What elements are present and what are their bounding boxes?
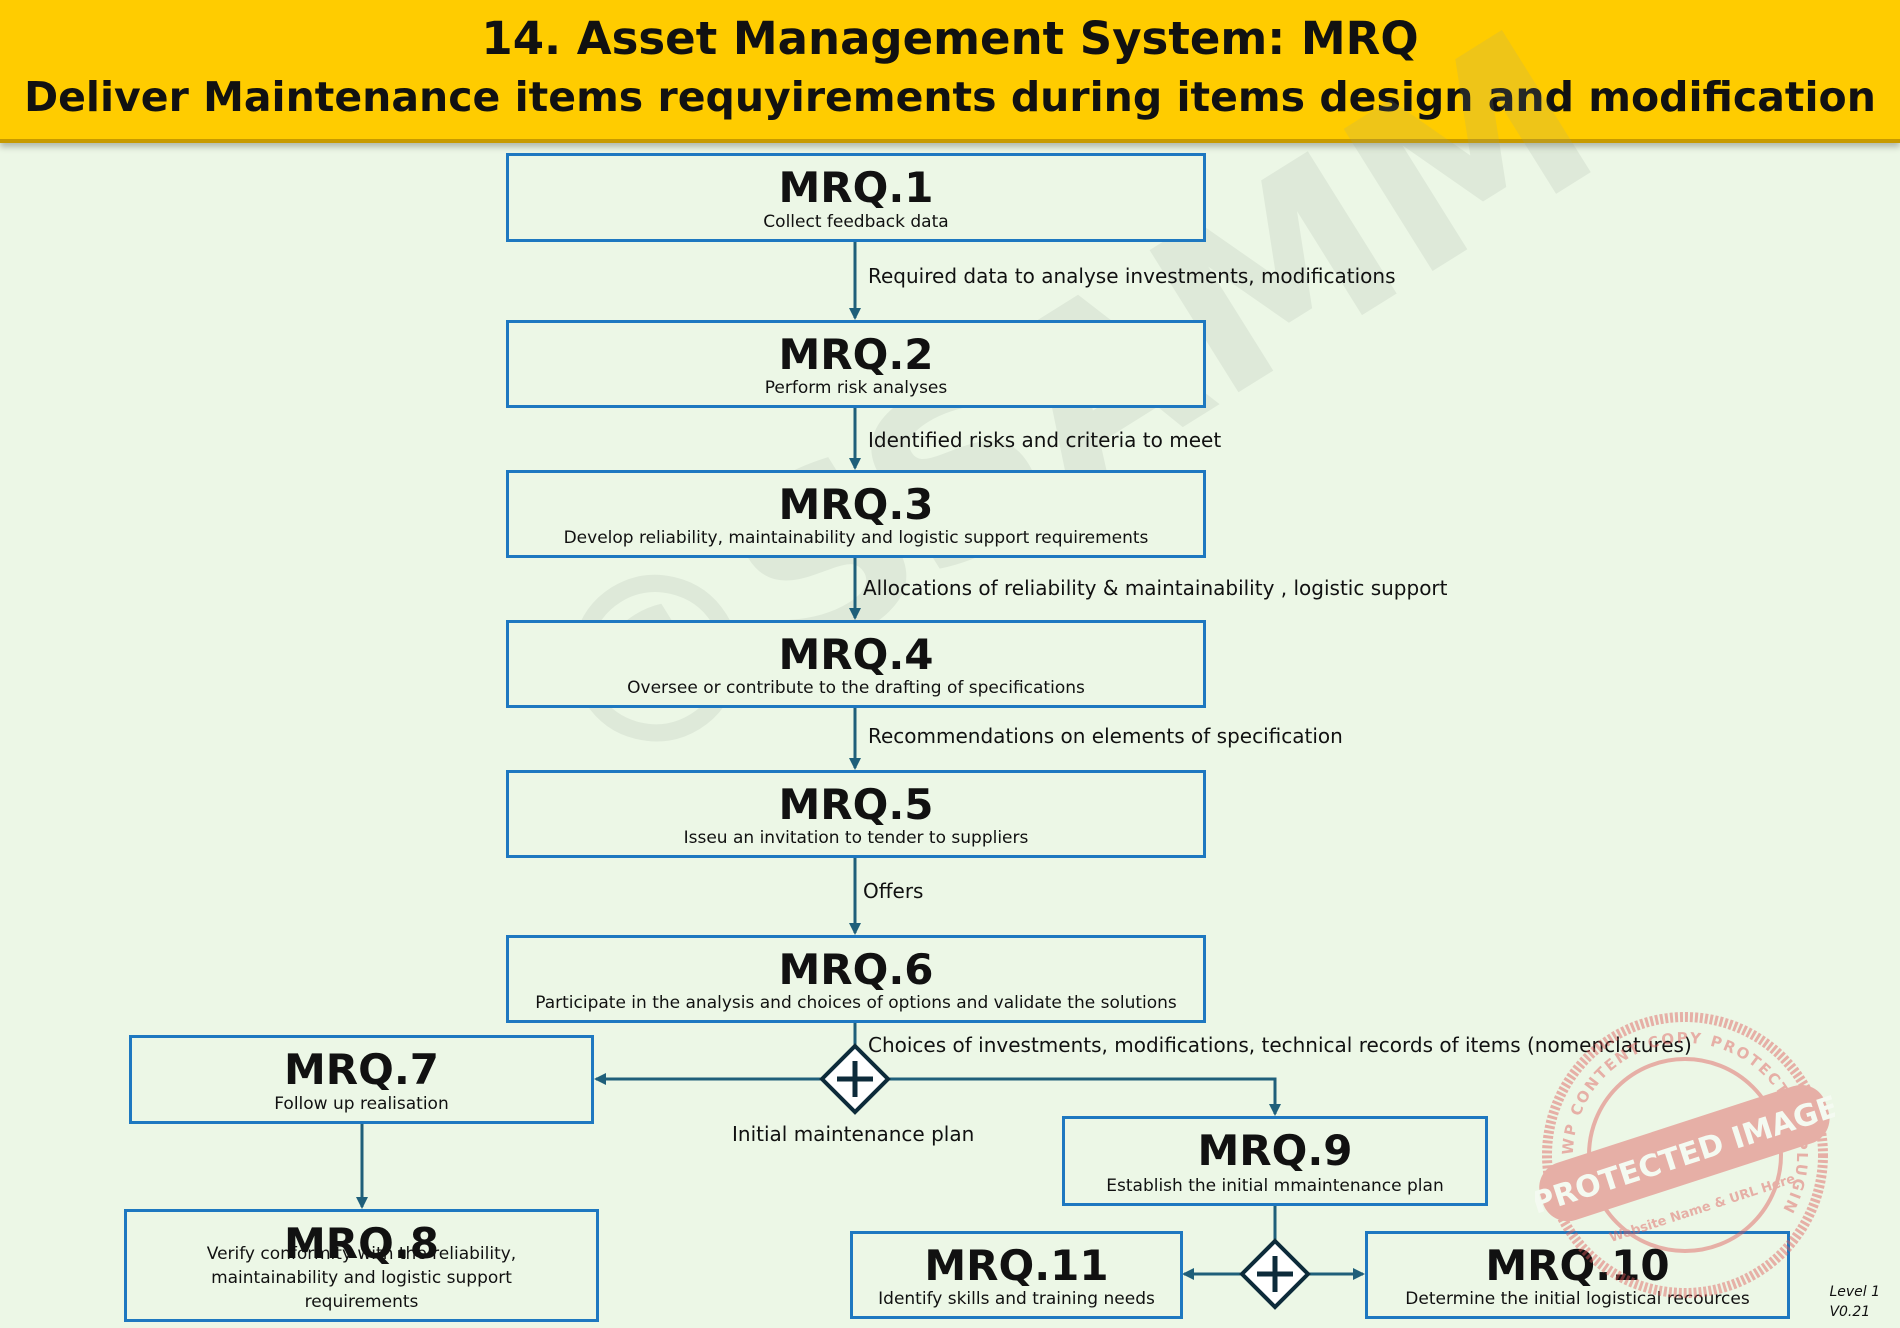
process-description: Participate in the analysis and choices … bbox=[535, 993, 1177, 1013]
process-description: Follow up realisation bbox=[274, 1094, 449, 1114]
process-id: MRQ.8 bbox=[283, 1219, 440, 1268]
process-description: Establish the initial mmaintenance plan bbox=[1106, 1176, 1444, 1196]
process-id: MRQ.7 bbox=[283, 1045, 440, 1094]
stamp-ring-text: WP CONTENT COPY PROTECTION PLUGIN bbox=[1559, 1029, 1809, 1218]
process-id: MRQ.3 bbox=[778, 480, 934, 529]
version-footer: Level 1 V0.21 bbox=[1829, 1282, 1880, 1322]
process-box-mrq8: MRQ.8 Verify conformity with the reliabi… bbox=[124, 1209, 599, 1322]
parallel-gateway-2 bbox=[1239, 1238, 1311, 1310]
process-box-mrq2: MRQ.2 Perform risk analyses bbox=[506, 320, 1206, 408]
process-id: MRQ.10 bbox=[1485, 1241, 1670, 1290]
process-description: Collect feedback data bbox=[763, 212, 949, 232]
process-description: Isseu an invitation to tender to supplie… bbox=[683, 828, 1029, 848]
process-id: MRQ.11 bbox=[924, 1241, 1109, 1290]
process-description: Perform risk analyses bbox=[764, 378, 948, 398]
flow-label-mrq5-mrq6: Offers bbox=[863, 879, 924, 903]
flow-label-mrq3-mrq4: Allocations of reliability & maintainabi… bbox=[863, 576, 1448, 600]
process-box-mrq1: MRQ.1 Collect feedback data bbox=[506, 153, 1206, 242]
process-description: Identify skills and training needs bbox=[878, 1289, 1155, 1309]
title-banner: 14. Asset Management System: MRQ Deliver… bbox=[0, 0, 1900, 143]
process-box-mrq3: MRQ.3 Develop reliability, maintainabili… bbox=[506, 470, 1206, 558]
process-box-mrq4: MRQ.4 Oversee or contribute to the draft… bbox=[506, 620, 1206, 708]
version-label: V0.21 bbox=[1829, 1304, 1871, 1320]
page-title: 14. Asset Management System: MRQ bbox=[481, 12, 1419, 65]
process-id: MRQ.2 bbox=[778, 330, 934, 379]
process-id: MRQ.5 bbox=[778, 780, 934, 829]
process-id: MRQ.6 bbox=[778, 945, 934, 994]
process-description: Determine the initial logistical recourc… bbox=[1405, 1289, 1750, 1309]
flow-label-mrq1-mrq2: Required data to analyse investments, mo… bbox=[868, 264, 1396, 288]
flow-label-initial-plan: Initial maintenance plan bbox=[732, 1122, 975, 1146]
process-description: Develop reliability, maintainability and… bbox=[563, 528, 1149, 548]
process-id: MRQ.1 bbox=[778, 163, 934, 212]
process-id: MRQ.4 bbox=[778, 630, 934, 679]
flow-label-mrq4-mrq5: Recommendations on elements of specifica… bbox=[868, 724, 1343, 748]
stamp-main-text: PROTECTED IMAGE bbox=[1535, 1090, 1835, 1222]
process-description: Verify conformity with the reliability, … bbox=[206, 1244, 517, 1312]
flow-label-mrq2-mrq3: Identified risks and criteria to meet bbox=[868, 428, 1222, 452]
process-id: MRQ.9 bbox=[1197, 1126, 1353, 1175]
level-label: Level 1 bbox=[1829, 1284, 1880, 1300]
process-box-mrq9: MRQ.9 Establish the initial mmaintenance… bbox=[1062, 1116, 1488, 1206]
page-subtitle: Deliver Maintenance items requyirements … bbox=[24, 73, 1876, 121]
process-box-mrq10: MRQ.10 Determine the initial logistical … bbox=[1365, 1231, 1790, 1319]
process-box-mrq6: MRQ.6 Participate in the analysis and ch… bbox=[506, 935, 1206, 1023]
process-box-mrq11: MRQ.11 Identify skills and training need… bbox=[850, 1231, 1183, 1319]
svg-text:WP CONTENT COPY PROTECTION PLU: WP CONTENT COPY PROTECTION PLUGIN bbox=[1559, 1029, 1811, 1218]
process-box-mrq5: MRQ.5 Isseu an invitation to tender to s… bbox=[506, 770, 1206, 858]
flow-label-mrq6-choices: Choices of investments, modifications, t… bbox=[868, 1033, 1692, 1057]
arrow-gateway-mrq9 bbox=[888, 1077, 1281, 1116]
process-description: Oversee or contribute to the drafting of… bbox=[627, 678, 1085, 698]
process-box-mrq7: MRQ.7 Follow up realisation bbox=[129, 1035, 594, 1124]
